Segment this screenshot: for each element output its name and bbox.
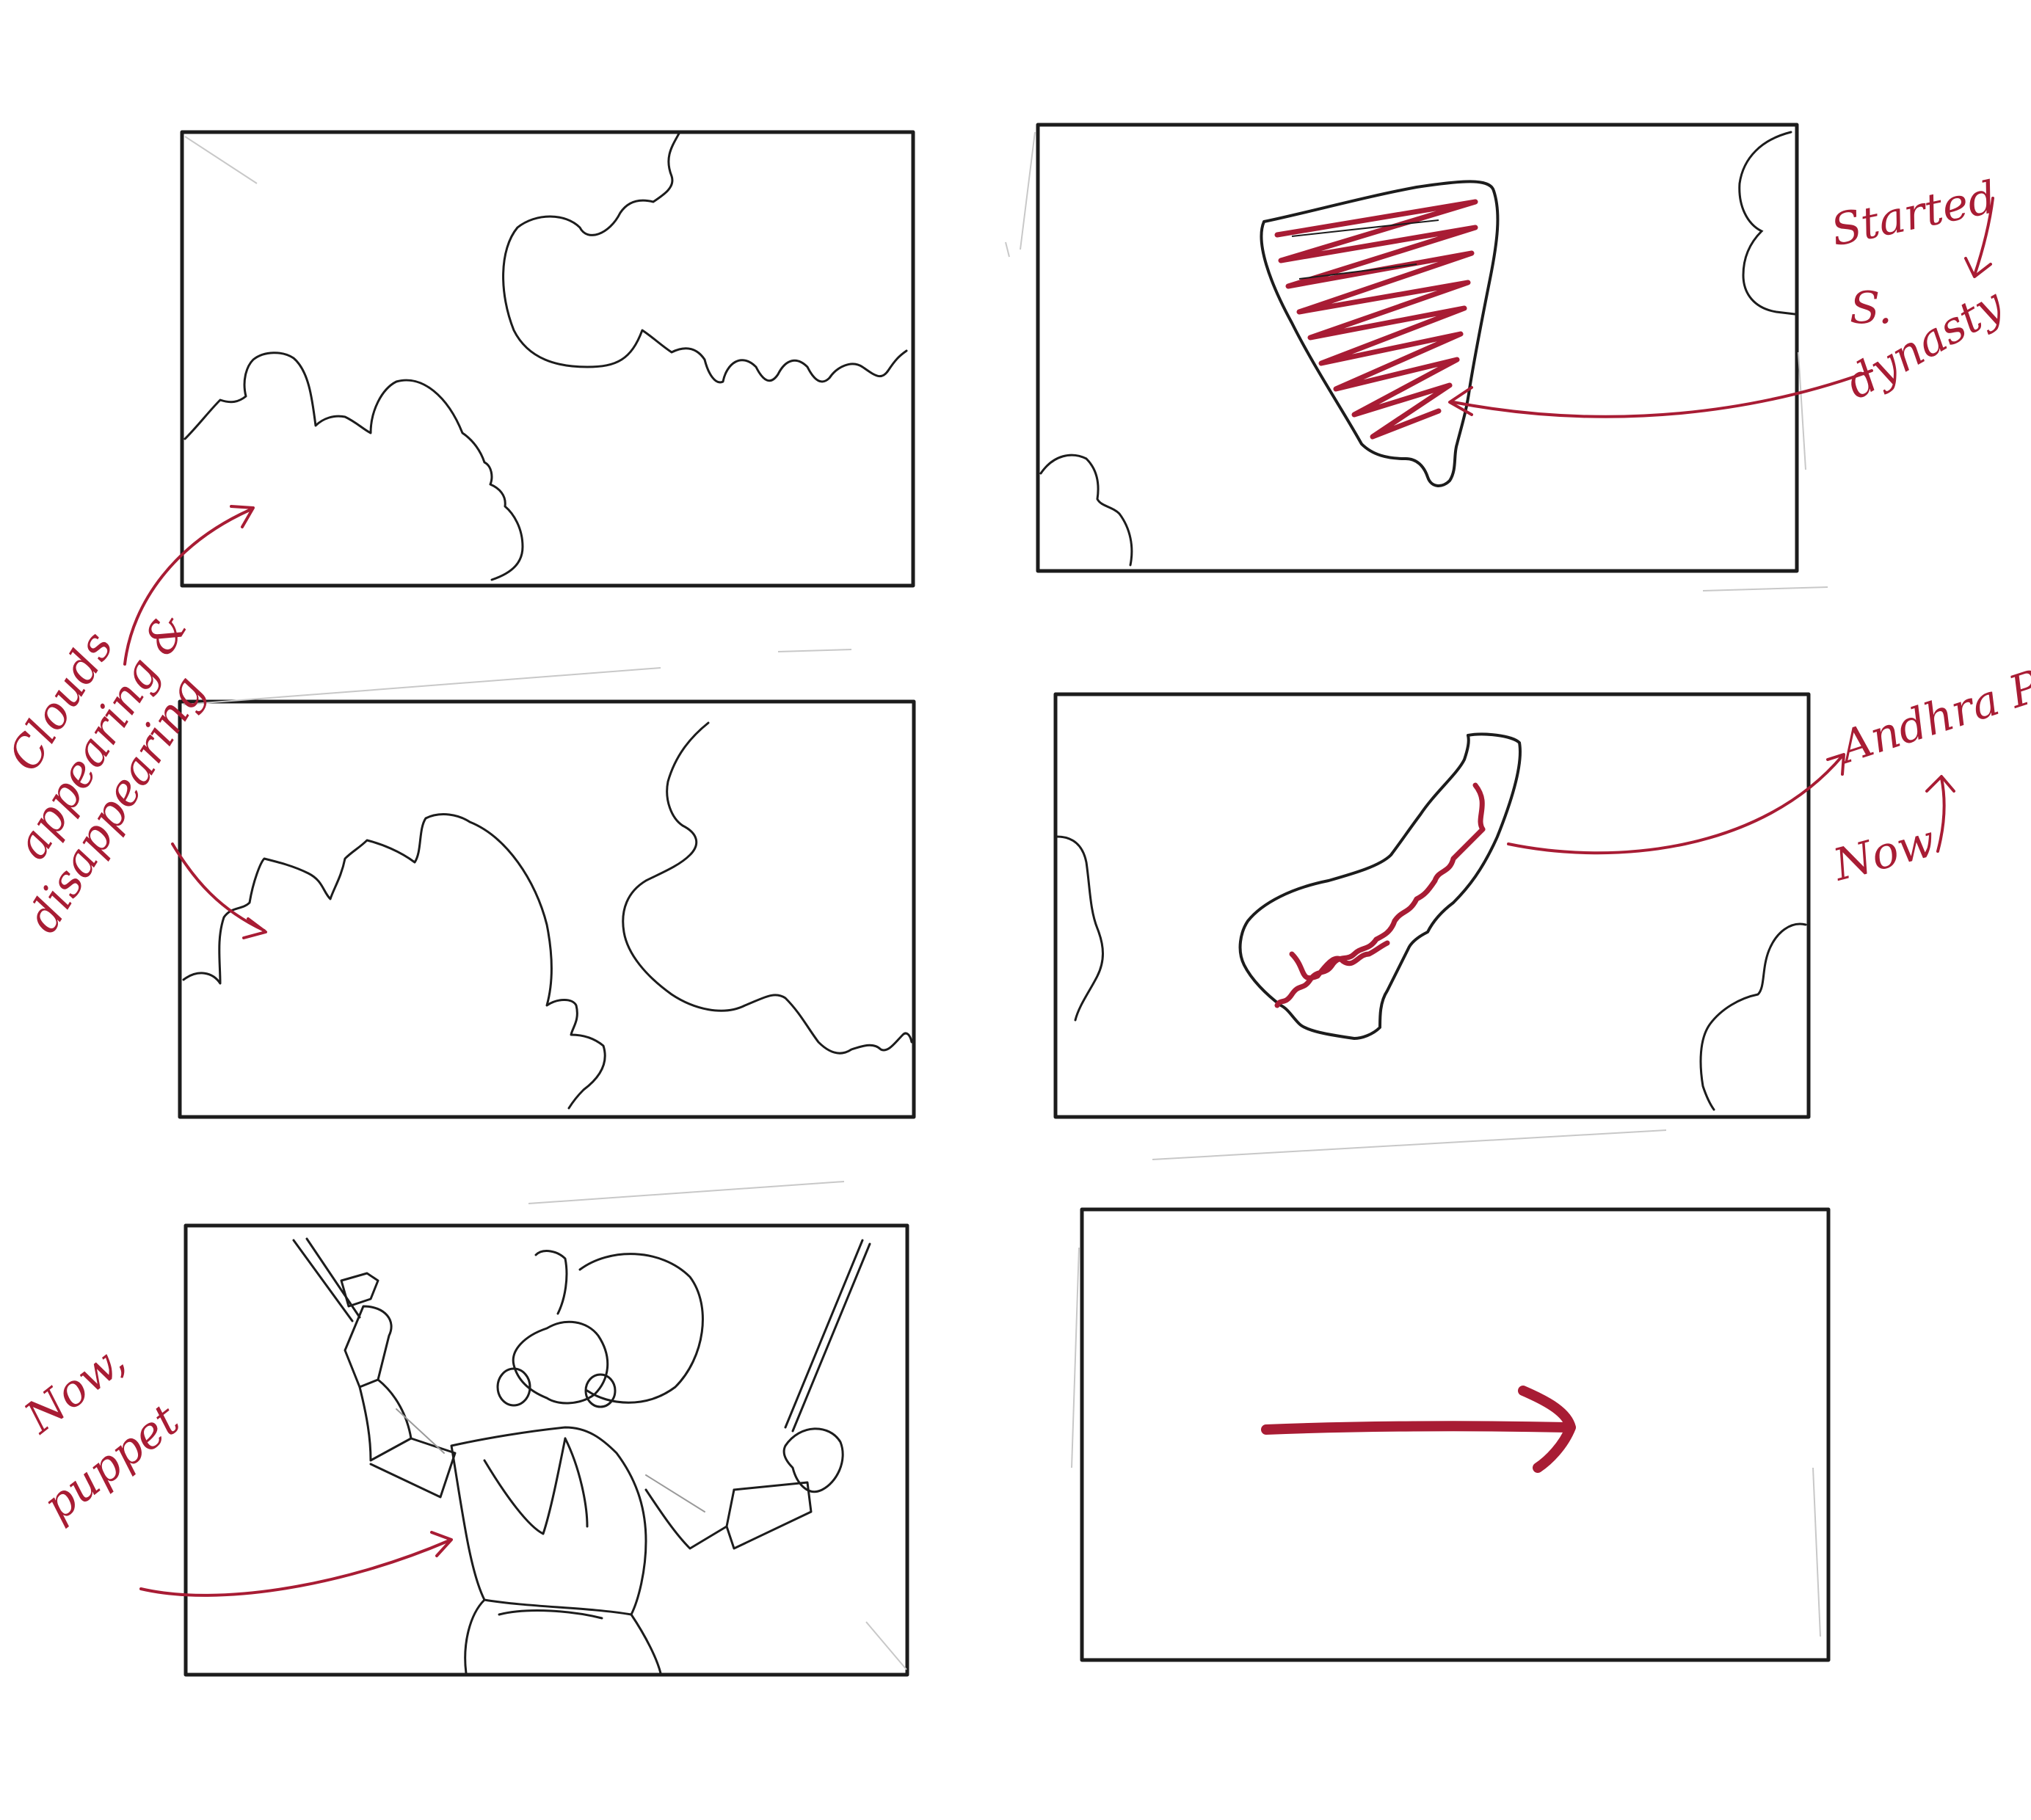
- puppet-head-back: [578, 1253, 704, 1404]
- annotation-arrow: [139, 1540, 449, 1597]
- annotation-arrow-head: [242, 917, 267, 939]
- puppet-fold: [396, 1408, 445, 1454]
- annotation-arrow: [123, 509, 251, 666]
- cloud-shape: [1699, 922, 1807, 1111]
- annotation-arrow-head: [1826, 753, 1845, 776]
- annotation-arrow-head: [1925, 775, 1955, 793]
- puppet-left-eye: [496, 1367, 531, 1407]
- puppet-right-hand: [782, 1427, 844, 1493]
- puppet-string: [305, 1237, 361, 1319]
- note-started-line2: S.: [1850, 283, 1892, 334]
- puppet-string: [292, 1239, 354, 1322]
- region-zigzag: [1274, 782, 1486, 1008]
- cloud-shape: [1738, 131, 1796, 316]
- region-hatch-thin: [1291, 219, 1439, 280]
- panel-2-content: [1039, 131, 1796, 567]
- arrow-head: [1518, 1386, 1576, 1473]
- cloud-shape: [1056, 835, 1104, 1022]
- arrow-shaft: [1261, 1421, 1572, 1435]
- puppet-ear: [534, 1250, 568, 1315]
- puppet-left-forearm: [358, 1378, 413, 1462]
- note-andhra: Andhra P: [1830, 660, 2031, 775]
- region-outline: [1260, 180, 1500, 487]
- annotation-arrow-head: [430, 1531, 453, 1557]
- puppet-left-hand: [340, 1272, 379, 1308]
- cloud-shape: [622, 721, 913, 1055]
- panel-3-frame: [178, 699, 916, 1119]
- puppet-string: [791, 1242, 871, 1433]
- annotation-arrows: [123, 197, 1994, 1597]
- cloud-shape: [184, 352, 524, 581]
- panel-2-frame: [1036, 123, 1799, 573]
- region-hatch: [1274, 199, 1478, 440]
- panel-5-puppet: [292, 1237, 871, 1675]
- puppet-upper-arm: [369, 1437, 457, 1499]
- note-now: Now: [1827, 815, 1941, 892]
- puppet-leg-right: [630, 1613, 662, 1675]
- puppet-lapel: [483, 1437, 567, 1535]
- annotation-arrow: [171, 842, 266, 932]
- panel-frames: [178, 123, 1831, 1677]
- puppet-face: [512, 1320, 609, 1405]
- cloud-shape: [502, 132, 908, 384]
- puppet-leg-left: [464, 1598, 486, 1675]
- annotation-arrow: [1973, 197, 1994, 277]
- region-outline: [1238, 732, 1522, 1040]
- panel-6-frame: [1080, 1207, 1831, 1662]
- puppet-right-forearm: [725, 1481, 813, 1550]
- annotation-arrow-head: [1448, 386, 1473, 416]
- cloud-shape: [1039, 454, 1133, 567]
- annotation-arrow: [1507, 754, 1844, 855]
- panel-6-arrow: [1261, 1386, 1576, 1473]
- annotation-arrow-head: [1964, 257, 1992, 278]
- puppet-waist: [498, 1609, 603, 1620]
- puppet-string: [784, 1239, 864, 1429]
- annotation-arrow-head: [230, 505, 255, 528]
- panel-5-frame: [184, 1223, 909, 1677]
- puppet-left-arm: [344, 1305, 393, 1388]
- note-started-line1: Started: [1827, 172, 2001, 257]
- puppet-right-eye: [584, 1373, 617, 1408]
- panel-3-clouds: [182, 721, 913, 1110]
- puppet-torso: [450, 1426, 647, 1616]
- puppet-lapel: [564, 1437, 589, 1528]
- puppet-fold: [645, 1474, 705, 1513]
- cloud-shape: [182, 813, 606, 1110]
- panel-1-frame: [180, 130, 915, 588]
- puppet-right-arm: [644, 1488, 735, 1550]
- panel-4-frame: [1053, 692, 1811, 1119]
- panel-4-content: [1056, 732, 1807, 1111]
- guide-lines: [183, 131, 1828, 1670]
- annotation-arrow: [1936, 776, 1946, 853]
- panel-1-clouds: [184, 132, 908, 581]
- annotation-arrow: [1452, 369, 1873, 418]
